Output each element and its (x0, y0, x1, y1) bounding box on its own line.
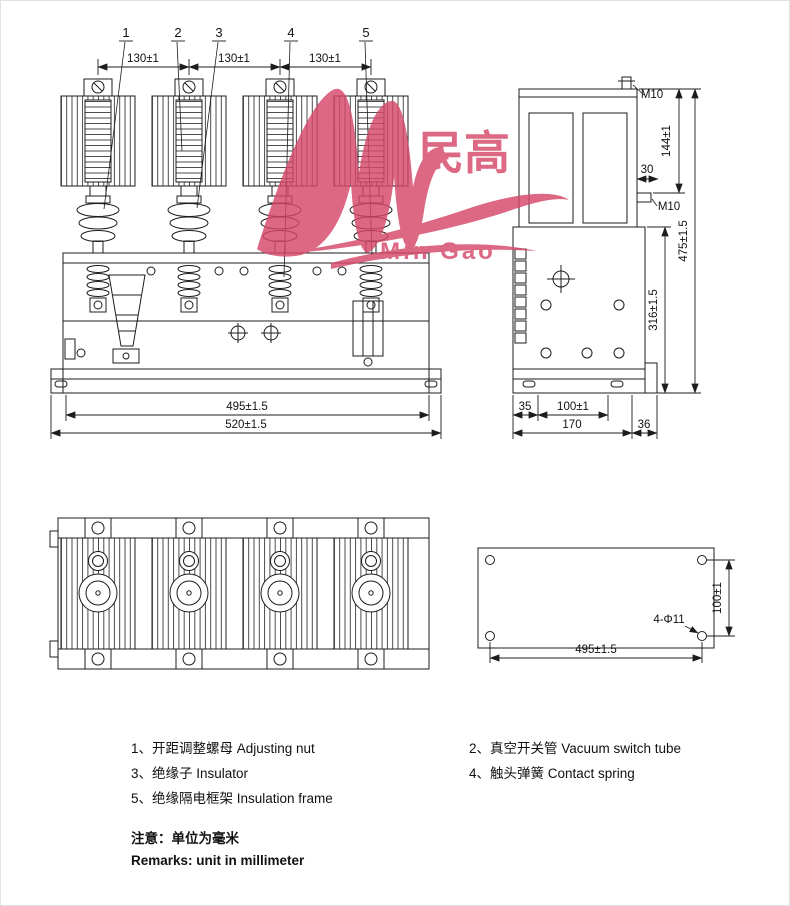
dim-hole-spacing-h: 495±1.5 (575, 644, 617, 656)
aux-block (112, 348, 140, 364)
callout-5: 5 (362, 25, 369, 40)
plan-pole-4 (333, 517, 409, 670)
mounting-hole (697, 631, 707, 641)
mounting-slot-right (424, 380, 438, 388)
mounting-slot-left (54, 380, 68, 388)
footprint-view (477, 547, 715, 649)
footprint-outline (477, 547, 715, 649)
dim-body-height: 316±1.5 (648, 289, 660, 331)
dim-pitch-3: 130±1 (309, 53, 341, 65)
callout-4: 4 (287, 25, 294, 40)
plan-tab-left-bottom (49, 640, 59, 658)
dim-base-b: 100±1 (557, 401, 589, 413)
dimensions: 130±1 130±1 130±1 1 2 3 4 5 495±1.5 520±… (50, 25, 735, 663)
plan-pole-1 (60, 517, 136, 670)
magnet-coil (352, 300, 384, 357)
dim-top-height: 144±1 (661, 125, 673, 157)
mounting-hole (485, 631, 495, 641)
vacuum-tube-profile-a (528, 112, 574, 224)
watermark: 民高 Min Gao (257, 88, 569, 269)
mounting-hole (697, 555, 707, 565)
plan-tab-left-top (49, 530, 59, 548)
dim-base-a: 35 (519, 401, 532, 413)
contact-spring-3 (268, 265, 292, 313)
logo-m-ribbon (257, 88, 449, 257)
note-units-en: Remarks: unit in millimeter (131, 853, 305, 868)
dim-depth: 170 (562, 419, 581, 431)
legend: 1、开距调整螺母 Adjusting nut 3、绝缘子 Insulator 5… (131, 741, 681, 868)
vacuum-tube-profile-b (582, 112, 628, 224)
plan-pole-3 (242, 517, 318, 670)
logo-swoosh-upper (263, 193, 569, 255)
dim-total-height: 475±1.5 (678, 220, 690, 262)
watermark-cjk-text: 民高 (418, 127, 510, 179)
pole-assembly-1 (60, 78, 136, 254)
dim-pitch-2: 130±1 (218, 53, 250, 65)
watermark-latin-text: Min Gao (380, 238, 496, 265)
dim-offset: 30 (641, 164, 654, 176)
thread-top-label: M10 (641, 89, 663, 101)
pole-assembly-2 (151, 78, 227, 254)
side-foot (644, 362, 658, 394)
plan-pole-2 (151, 517, 227, 670)
contact-spring-1 (86, 265, 110, 313)
side-stud-m10 (636, 192, 652, 203)
side-view (512, 76, 658, 394)
dim-hole-spacing-v: 100±1 (712, 582, 724, 614)
dim-width-inner: 495±1.5 (226, 401, 268, 413)
mechanism-box (512, 226, 646, 370)
legend-item-5: 5、绝缘隔电框架 Insulation frame (131, 791, 333, 806)
plan-outline (57, 517, 430, 670)
contact-spring-2 (177, 265, 201, 313)
dim-pitch-1: 130±1 (127, 53, 159, 65)
thread-side-label: M10 (658, 201, 680, 213)
dim-width-outer: 520±1.5 (225, 419, 267, 431)
callout-3: 3 (215, 25, 222, 40)
logo-swoosh-lower (331, 244, 537, 269)
note-units-zh: 注意：单位为毫米 (131, 830, 239, 846)
callout-2: 2 (174, 25, 181, 40)
legend-item-2: 2、真空开关管 Vacuum switch tube (469, 741, 681, 756)
plan-view-detail (49, 517, 430, 670)
callout-1: 1 (122, 25, 129, 40)
frame-box (62, 252, 430, 370)
insulator-cone (108, 274, 146, 347)
legend-item-4: 4、触头弹簧 Contact spring (469, 766, 635, 781)
base-rail (50, 368, 442, 394)
front-view (50, 78, 442, 394)
legend-item-1: 1、开距调整螺母 Adjusting nut (131, 741, 315, 756)
dim-base-c: 36 (638, 419, 651, 431)
mounting-hole (485, 555, 495, 565)
legend-item-3: 3、绝缘子 Insulator (131, 766, 249, 781)
hole-note: 4-Φ11 (653, 614, 684, 626)
top-stud-m10 (621, 76, 632, 90)
